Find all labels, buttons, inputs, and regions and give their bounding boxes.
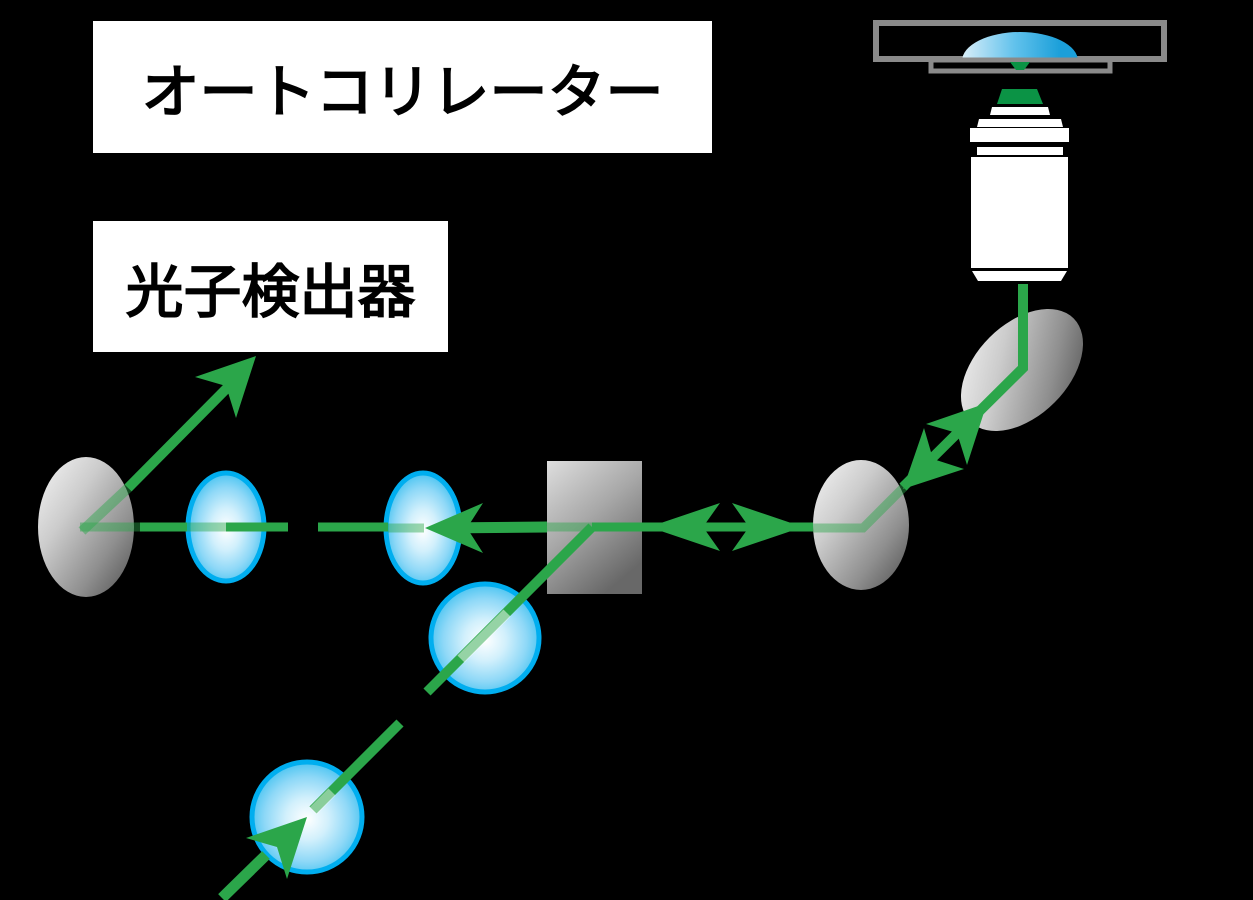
autocorrelator-label: オートコリレーター — [93, 21, 712, 153]
objective-front-lens — [997, 89, 1043, 104]
left-mirror — [38, 457, 134, 597]
right-mirror — [813, 460, 909, 590]
autocorrelator-label-text: オートコリレーター — [141, 60, 664, 125]
beam-to-detector — [124, 378, 237, 492]
beam-diagonal-1 — [423, 523, 596, 696]
beam-entry — [218, 851, 270, 900]
beam-through-right-mirror — [813, 482, 909, 533]
arrowhead-left — [649, 503, 720, 551]
arrowhead-lens3 — [246, 817, 307, 879]
objective-band-3 — [970, 128, 1069, 142]
objective-lens — [970, 89, 1069, 281]
objective-body — [971, 157, 1068, 268]
focus-cone — [1010, 62, 1030, 70]
laser-beam — [78, 284, 1028, 900]
sample-stage — [873, 20, 1167, 74]
arrowhead-down-left — [903, 428, 964, 489]
beam-fade-lens4 — [457, 609, 511, 663]
beam-fade-detector — [78, 484, 132, 535]
photon-detector-label: 光子検出器 — [93, 221, 448, 352]
beam-objective-to-mirror — [899, 284, 1028, 491]
objective-band-2 — [977, 119, 1063, 127]
beam-diagonal-2 — [309, 719, 404, 814]
arrowhead-right — [732, 503, 803, 551]
beam-fade-lens3 — [309, 788, 336, 815]
objective-band-4 — [977, 147, 1063, 155]
photon-detector-label-text: 光子検出器 — [125, 259, 416, 325]
objective-bottom-band — [972, 271, 1067, 281]
arrowhead-lens2 — [425, 503, 483, 553]
objective-band-1 — [990, 107, 1050, 115]
specimen-drop — [962, 32, 1078, 61]
arrowhead-up-right — [926, 403, 987, 465]
arrowhead-detector — [195, 356, 256, 418]
